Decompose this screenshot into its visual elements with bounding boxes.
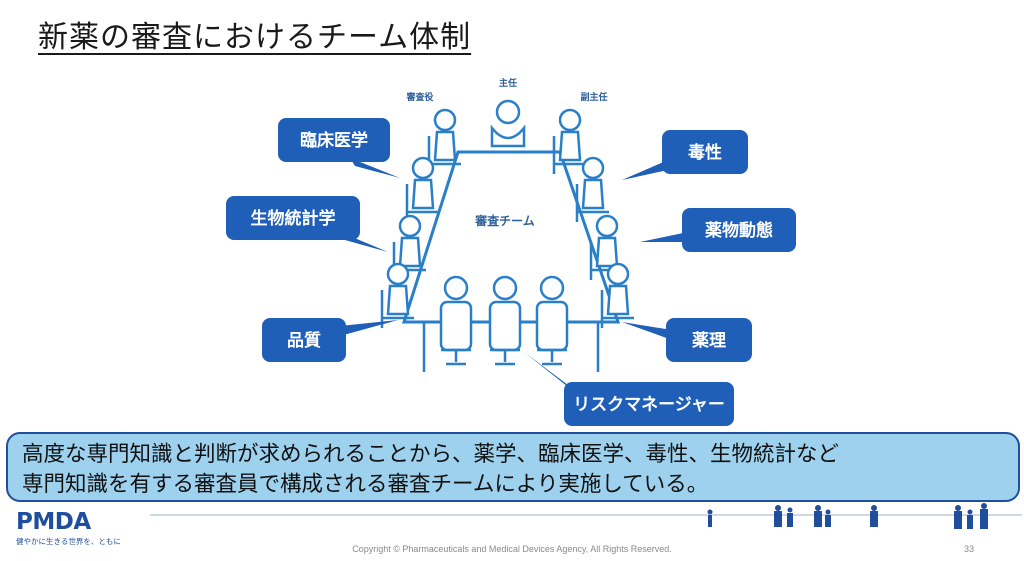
person-bottom-2 xyxy=(488,275,522,366)
person-left-1 xyxy=(405,156,441,224)
caption-line-1: 高度な専門知識と判断が求められることから、薬学、臨床医学、毒性、生物統計など xyxy=(22,442,840,467)
svg-text:生物統計学: 生物統計学 xyxy=(251,208,336,229)
person-bottom-1 xyxy=(439,275,473,366)
copyright-text: Copyright © Pharmaceuticals and Medical … xyxy=(352,544,672,554)
caption-line-2: 専門知識を有する審査員で構成される審査チームにより実施している。 xyxy=(22,472,709,497)
person-right-1 xyxy=(575,156,611,224)
person-chief xyxy=(490,99,526,148)
footer-divider xyxy=(150,514,1022,516)
logo-wordmark: PMDA xyxy=(16,509,91,535)
person-vice-chief xyxy=(552,108,588,176)
person-bottom-3 xyxy=(535,275,569,366)
chief-label: 主任 xyxy=(499,77,517,89)
page-number: 33 xyxy=(964,544,975,554)
person-left-3 xyxy=(380,262,416,330)
callout-toxicology: 毒性 xyxy=(622,130,748,180)
svg-text:毒性: 毒性 xyxy=(688,142,722,163)
page-title: 新薬の審査におけるチーム体制 xyxy=(38,20,472,55)
svg-text:リスクマネージャー: リスクマネージャー xyxy=(573,395,725,415)
person-reviewer xyxy=(427,108,463,176)
callout-quality: 品質 xyxy=(262,318,398,362)
reviewer-label: 審査役 xyxy=(405,91,434,103)
svg-text:臨床医学: 臨床医学 xyxy=(300,130,368,151)
svg-text:薬物動態: 薬物動態 xyxy=(705,220,773,241)
vice-chief-label: 副主任 xyxy=(580,91,607,103)
callout-clinical: 臨床医学 xyxy=(278,118,400,178)
callout-pharmacology: 薬理 xyxy=(622,318,752,362)
svg-text:薬理: 薬理 xyxy=(692,331,726,351)
callout-risk-manager: リスクマネージャー xyxy=(524,352,734,426)
callout-pharmacokinetics: 薬物動態 xyxy=(640,208,796,252)
logo-tagline: 健やかに生きる世界を、ともに xyxy=(16,537,121,546)
pmda-logo: PMDA 健やかに生きる世界を、ともに xyxy=(16,510,121,547)
svg-text:品質: 品質 xyxy=(287,330,321,351)
callout-biostatistics: 生物統計学 xyxy=(226,196,388,252)
people-silhouettes xyxy=(707,503,988,529)
summary-caption: 高度な専門知識と判断が求められることから、薬学、臨床医学、毒性、生物統計など 専… xyxy=(6,432,1020,502)
team-label: 審査チーム xyxy=(474,213,535,228)
